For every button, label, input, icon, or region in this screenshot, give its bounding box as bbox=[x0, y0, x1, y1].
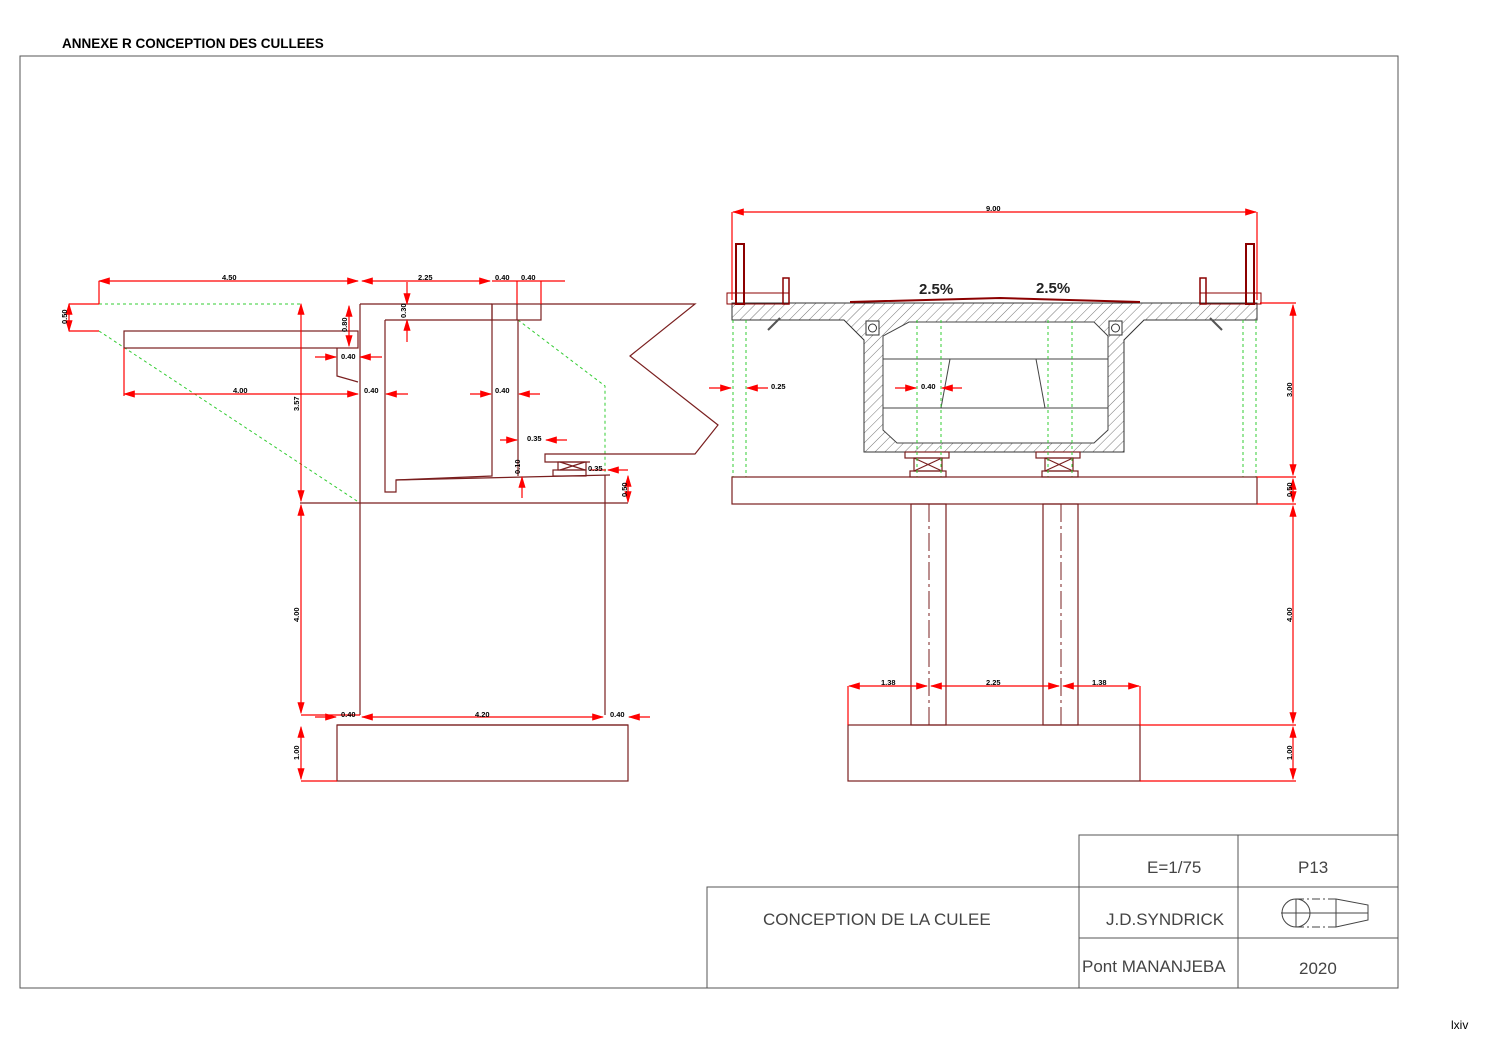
dim-label: 9.00 bbox=[986, 204, 1001, 213]
dim-label: 0.40 bbox=[495, 386, 510, 395]
cap-beam bbox=[731, 476, 1258, 505]
author-name: J.D.SYNDRICK bbox=[1106, 910, 1225, 929]
dim-label: 1.38 bbox=[1092, 678, 1107, 687]
dim-label: 1.38 bbox=[881, 678, 896, 687]
abutment-longitudinal-section: 4.50 2.25 0.40 0.40 0.50 0.80 0.30 0.40 … bbox=[60, 273, 719, 782]
page-number: lxiv bbox=[1451, 1018, 1469, 1032]
project-name: Pont MANANJEBA bbox=[1082, 957, 1226, 976]
footing-right bbox=[847, 724, 1141, 782]
dim-label: 0.50 bbox=[60, 309, 69, 324]
dim-label: 1.00 bbox=[1285, 745, 1294, 760]
title-block: E=1/75 P13 CONCEPTION DE LA CULEE J.D.SY… bbox=[706, 834, 1399, 989]
dim-label: 4.20 bbox=[475, 710, 490, 719]
first-angle-projection-icon bbox=[1281, 898, 1369, 928]
dim-label: 0.35 bbox=[588, 464, 603, 473]
slope-label-left: 2.5% bbox=[919, 281, 953, 298]
dim-label: 0.40 bbox=[521, 273, 536, 282]
dim-label: 0.35 bbox=[527, 434, 542, 443]
scale-label: E=1/75 bbox=[1147, 858, 1201, 877]
dim-label: 4.00 bbox=[292, 607, 301, 622]
dim-label: 0.50 bbox=[620, 482, 629, 497]
dim-label: 0.25 bbox=[771, 382, 786, 391]
slope-label-right: 2.5% bbox=[1036, 280, 1070, 297]
dim-label: 4.50 bbox=[222, 273, 237, 282]
dim-label: 0.50 bbox=[1285, 482, 1294, 497]
dim-label: 0.40 bbox=[495, 273, 510, 282]
sidewalk-left bbox=[726, 292, 790, 305]
dim-label: 2.25 bbox=[418, 273, 433, 282]
drain-left bbox=[865, 320, 880, 336]
dim-label: 0.40 bbox=[341, 352, 356, 361]
dim-label: 2.25 bbox=[986, 678, 1001, 687]
sidewalk-right bbox=[1199, 292, 1262, 305]
dim-label: 3.57 bbox=[292, 396, 301, 411]
railing-right bbox=[1245, 243, 1255, 305]
sheet-number: P13 bbox=[1298, 858, 1328, 877]
drain-right bbox=[1108, 320, 1123, 336]
sheet-frame bbox=[19, 55, 1399, 989]
dim-label: 0.30 bbox=[399, 303, 408, 318]
approach-slab bbox=[123, 330, 359, 349]
annex-title: ANNEXE R CONCEPTION DES CULLEES bbox=[62, 36, 324, 51]
dim-label: 1.00 bbox=[292, 745, 301, 760]
dim-label: 0.80 bbox=[340, 317, 349, 332]
dim-label: 0.10 bbox=[513, 459, 522, 474]
drawing-title: CONCEPTION DE LA CULEE bbox=[763, 910, 991, 929]
dim-label: 4.00 bbox=[233, 386, 248, 395]
abutment-transverse-section: 2.5% 2.5% 9.00 0.25 0.40 3.00 0.50 4.00 … bbox=[709, 204, 1297, 782]
year-label: 2020 bbox=[1299, 959, 1337, 978]
hidden-line bbox=[517, 319, 606, 475]
dim-label: 0.40 bbox=[610, 710, 625, 719]
dim-label: 0.40 bbox=[921, 382, 936, 391]
dim-label: 3.00 bbox=[1285, 382, 1294, 397]
road-surface bbox=[849, 296, 1141, 303]
deck-end bbox=[541, 303, 719, 463]
railing-left bbox=[735, 243, 745, 305]
dim-label: 0.40 bbox=[364, 386, 379, 395]
dim-label: 0.40 bbox=[341, 710, 356, 719]
wall-inner bbox=[384, 304, 493, 493]
footing-left bbox=[336, 724, 629, 782]
hidden-line bbox=[98, 330, 361, 504]
dim-label: 4.00 bbox=[1285, 607, 1294, 622]
